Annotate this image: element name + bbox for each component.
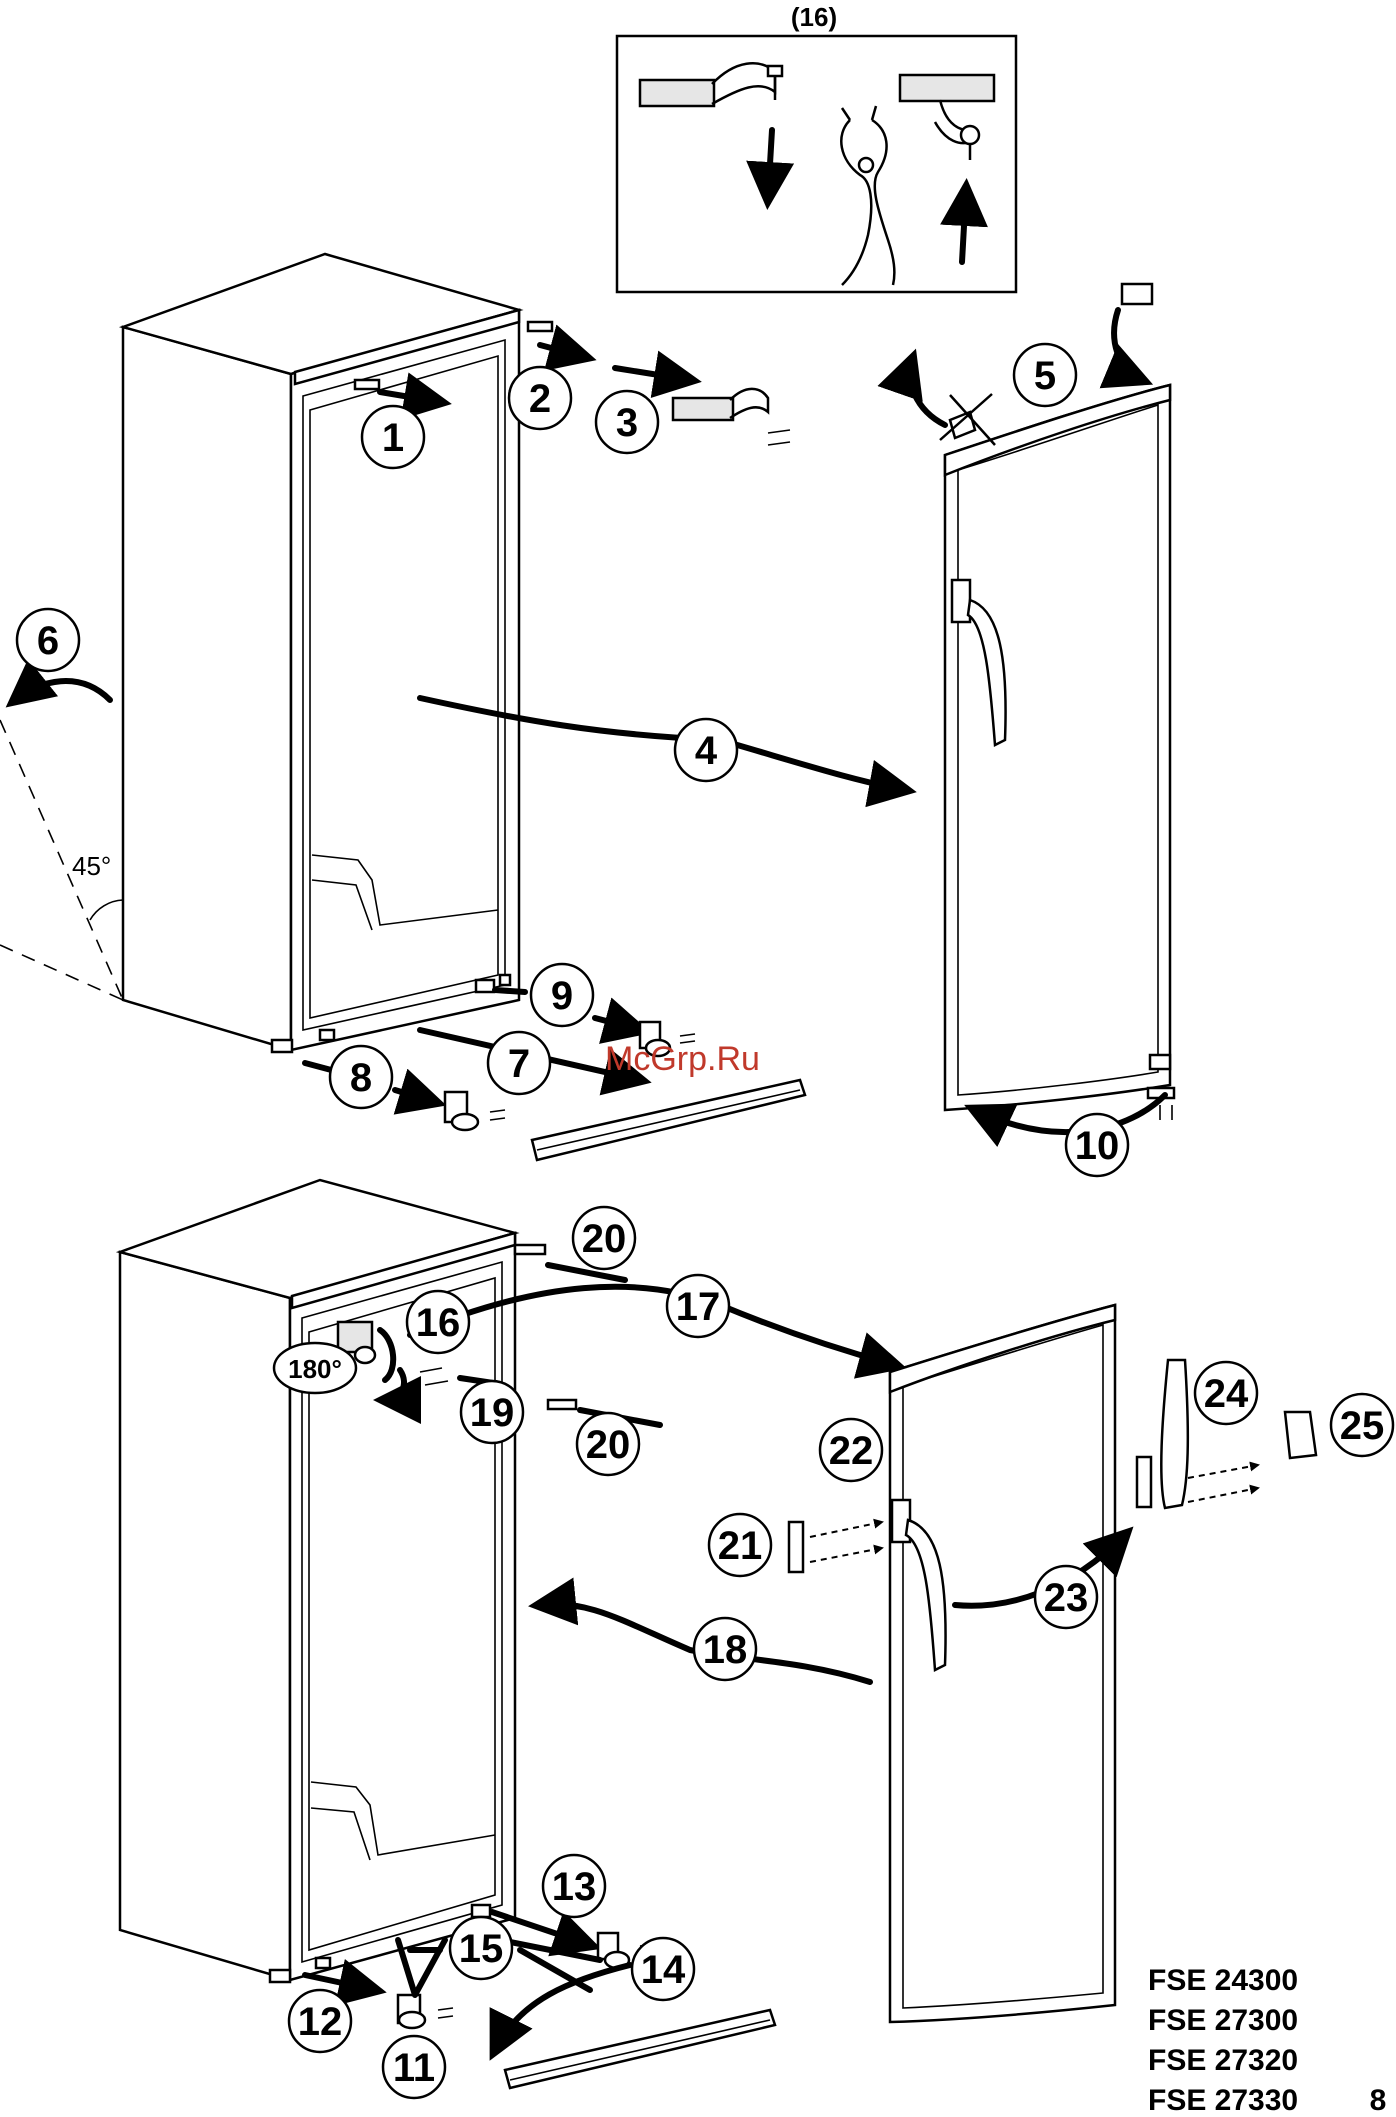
svg-text:19: 19: [470, 1391, 515, 1435]
inset-label: (16): [791, 2, 837, 32]
svg-text:1: 1: [382, 416, 404, 460]
step-9-label: 9: [531, 964, 593, 1026]
arrow-up-icon: [962, 190, 966, 262]
step-17-label: 17: [667, 1275, 729, 1337]
svg-text:9: 9: [551, 974, 573, 1018]
step-20a-label: 20: [573, 1207, 635, 1269]
step-2-label: 2: [509, 367, 571, 429]
watermark-text: McGrp.Ru: [605, 1040, 760, 1078]
foot-right: [476, 980, 494, 992]
svg-text:2: 2: [529, 377, 551, 421]
step-16-label: 16: [407, 1291, 469, 1353]
step-14-label: 14: [632, 1938, 694, 2000]
door-bottom: [890, 1305, 1115, 2022]
step-3-label: 3: [596, 391, 658, 453]
step-12-label: 12: [289, 1990, 351, 2052]
door-top: [945, 385, 1174, 1120]
svg-text:3: 3: [616, 401, 638, 445]
model-4: FSE 27330: [1148, 2084, 1298, 2117]
tilt-angle-label: 45°: [72, 851, 111, 881]
svg-text:20: 20: [582, 1217, 627, 1261]
step-5-label: 5: [1014, 344, 1076, 406]
step-11-label: 11: [383, 2036, 445, 2098]
svg-text:17: 17: [676, 1285, 721, 1329]
rotate-180-badge: 180°: [274, 1343, 356, 1393]
svg-text:11: 11: [393, 2046, 435, 2090]
step-20b-label: 20: [577, 1413, 639, 1475]
svg-text:16: 16: [416, 1301, 461, 1345]
step-8-label: 8: [330, 1046, 392, 1108]
svg-text:20: 20: [586, 1423, 631, 1467]
svg-text:12: 12: [298, 2000, 343, 2044]
step-19-label: 19: [461, 1381, 523, 1443]
step-21-label: 21: [709, 1514, 771, 1576]
svg-text:4: 4: [695, 729, 718, 773]
svg-text:10: 10: [1075, 1124, 1120, 1168]
step-6-label: 6: [17, 609, 79, 671]
step-10-label: 10: [1066, 1114, 1128, 1176]
svg-text:22: 22: [829, 1429, 874, 1473]
svg-text:24: 24: [1204, 1372, 1249, 1416]
step-23-label: 23: [1035, 1566, 1097, 1628]
step-13-label: 13: [543, 1855, 605, 1917]
svg-text:8: 8: [350, 1056, 372, 1100]
model-1: FSE 24300: [1148, 1964, 1298, 1997]
svg-text:14: 14: [641, 1948, 686, 1992]
tilt-indicator: 45°: [0, 720, 123, 1000]
foot-left: [272, 1040, 292, 1052]
fridge-top: [123, 254, 519, 1052]
model-2: FSE 27300: [1148, 2004, 1298, 2037]
model-list: FSE 24300 FSE 27300 FSE 27320 FSE 27330 …: [1148, 1964, 1386, 2117]
step-4-label: 4: [675, 719, 737, 781]
svg-text:23: 23: [1044, 1576, 1089, 1620]
svg-text:21: 21: [718, 1524, 763, 1568]
svg-text:15: 15: [459, 1927, 504, 1971]
svg-text:6: 6: [37, 619, 59, 663]
model-3: FSE 27320: [1148, 2044, 1298, 2077]
svg-text:5: 5: [1034, 354, 1056, 398]
svg-text:7: 7: [508, 1042, 530, 1086]
step-22-label: 22: [820, 1419, 882, 1481]
step-1-label: 1: [362, 406, 424, 468]
step-25-label: 25: [1331, 1394, 1393, 1456]
step-18-label: 18: [694, 1618, 756, 1680]
arrow-down-icon: [768, 130, 772, 198]
step-7-label: 7: [488, 1032, 550, 1094]
svg-text:180°: 180°: [288, 1354, 342, 1384]
step-15-label: 15: [450, 1917, 512, 1979]
inset-hinge-swap: (16): [617, 2, 1016, 292]
svg-text:13: 13: [552, 1865, 597, 1909]
page-number: 8: [1370, 2084, 1387, 2117]
svg-text:25: 25: [1340, 1404, 1385, 1448]
step-24-label: 24: [1195, 1362, 1257, 1424]
svg-text:18: 18: [703, 1628, 748, 1672]
